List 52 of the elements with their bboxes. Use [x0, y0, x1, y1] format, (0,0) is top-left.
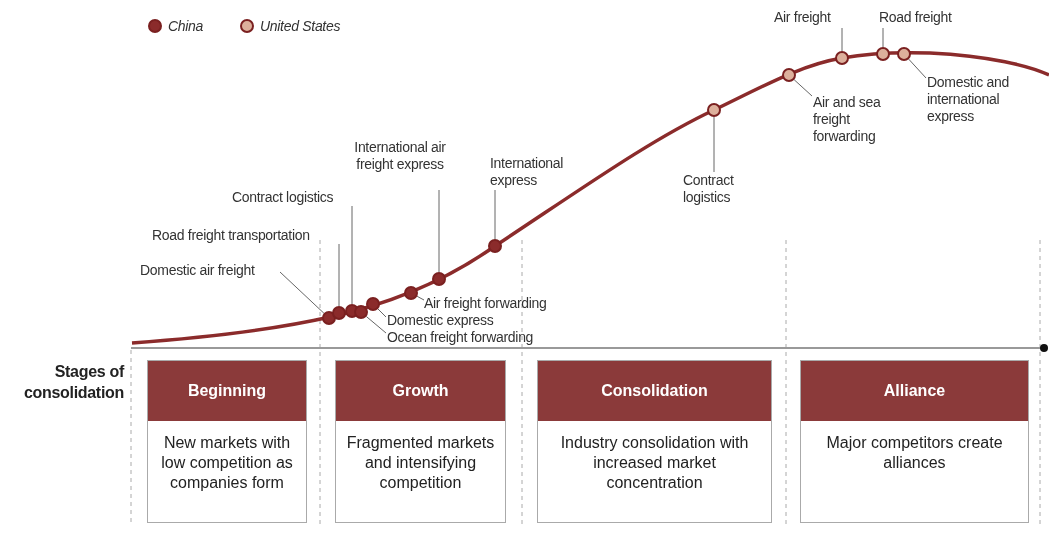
point-label: Air freight forwarding — [424, 295, 576, 312]
point-label: Contract logistics — [683, 172, 749, 206]
axis-title: Stages of consolidation — [22, 362, 124, 403]
data-point-marker — [332, 306, 346, 320]
stage-description: New markets with low competition as companies form — [160, 433, 294, 493]
point-label: International air freight express — [352, 139, 448, 173]
stage-description: Fragmented markets and intensifying competition — [345, 433, 496, 493]
point-label: Road freight — [879, 9, 969, 26]
data-point-marker — [488, 239, 502, 253]
stage-card — [147, 360, 307, 523]
data-point-marker — [432, 272, 446, 286]
point-label: Air freight — [774, 9, 848, 26]
stage-heading: Beginning — [148, 361, 306, 421]
leader-line — [841, 27, 843, 52]
leader-line — [438, 189, 440, 273]
leader-line — [338, 243, 340, 307]
stage-card — [335, 360, 506, 523]
stage-heading: Consolidation — [538, 361, 771, 421]
data-point-marker — [707, 103, 721, 117]
point-label: Domestic and international express — [927, 74, 1023, 125]
point-label: Ocean freight forwarding — [387, 329, 563, 346]
point-label: International express — [490, 155, 584, 189]
data-point-marker — [876, 47, 890, 61]
data-point-marker — [897, 47, 911, 61]
legend-label: United States — [260, 18, 341, 35]
data-point-marker — [366, 297, 380, 311]
data-point-marker — [354, 305, 368, 319]
data-point-marker — [404, 286, 418, 300]
legend-label: China — [168, 18, 204, 35]
point-label: Contract logistics — [232, 189, 356, 206]
leader-line — [416, 295, 425, 301]
point-label: Domestic air freight — [140, 262, 280, 279]
stage-card — [800, 360, 1029, 523]
data-point-marker — [322, 311, 336, 325]
leader-line — [713, 116, 715, 173]
leader-line — [793, 79, 813, 97]
stage-description: Industry consolidation with increased market concentration — [559, 433, 750, 493]
stage-description: Major competitors create alliances — [825, 433, 1004, 473]
point-label: Road freight transportation — [152, 227, 342, 244]
point-label: Air and sea freight forwarding — [813, 94, 893, 145]
leader-line — [494, 189, 496, 240]
data-point-marker — [835, 51, 849, 65]
leader-line — [882, 27, 884, 48]
leader-line — [279, 271, 325, 314]
data-point-marker — [782, 68, 796, 82]
leader-line — [365, 316, 387, 334]
stage-heading: Growth — [336, 361, 505, 421]
leader-line — [351, 205, 353, 305]
stage-card — [537, 360, 772, 523]
leader-line — [908, 58, 927, 79]
point-label: Domestic express — [387, 312, 517, 329]
stage-heading: Alliance — [801, 361, 1028, 421]
